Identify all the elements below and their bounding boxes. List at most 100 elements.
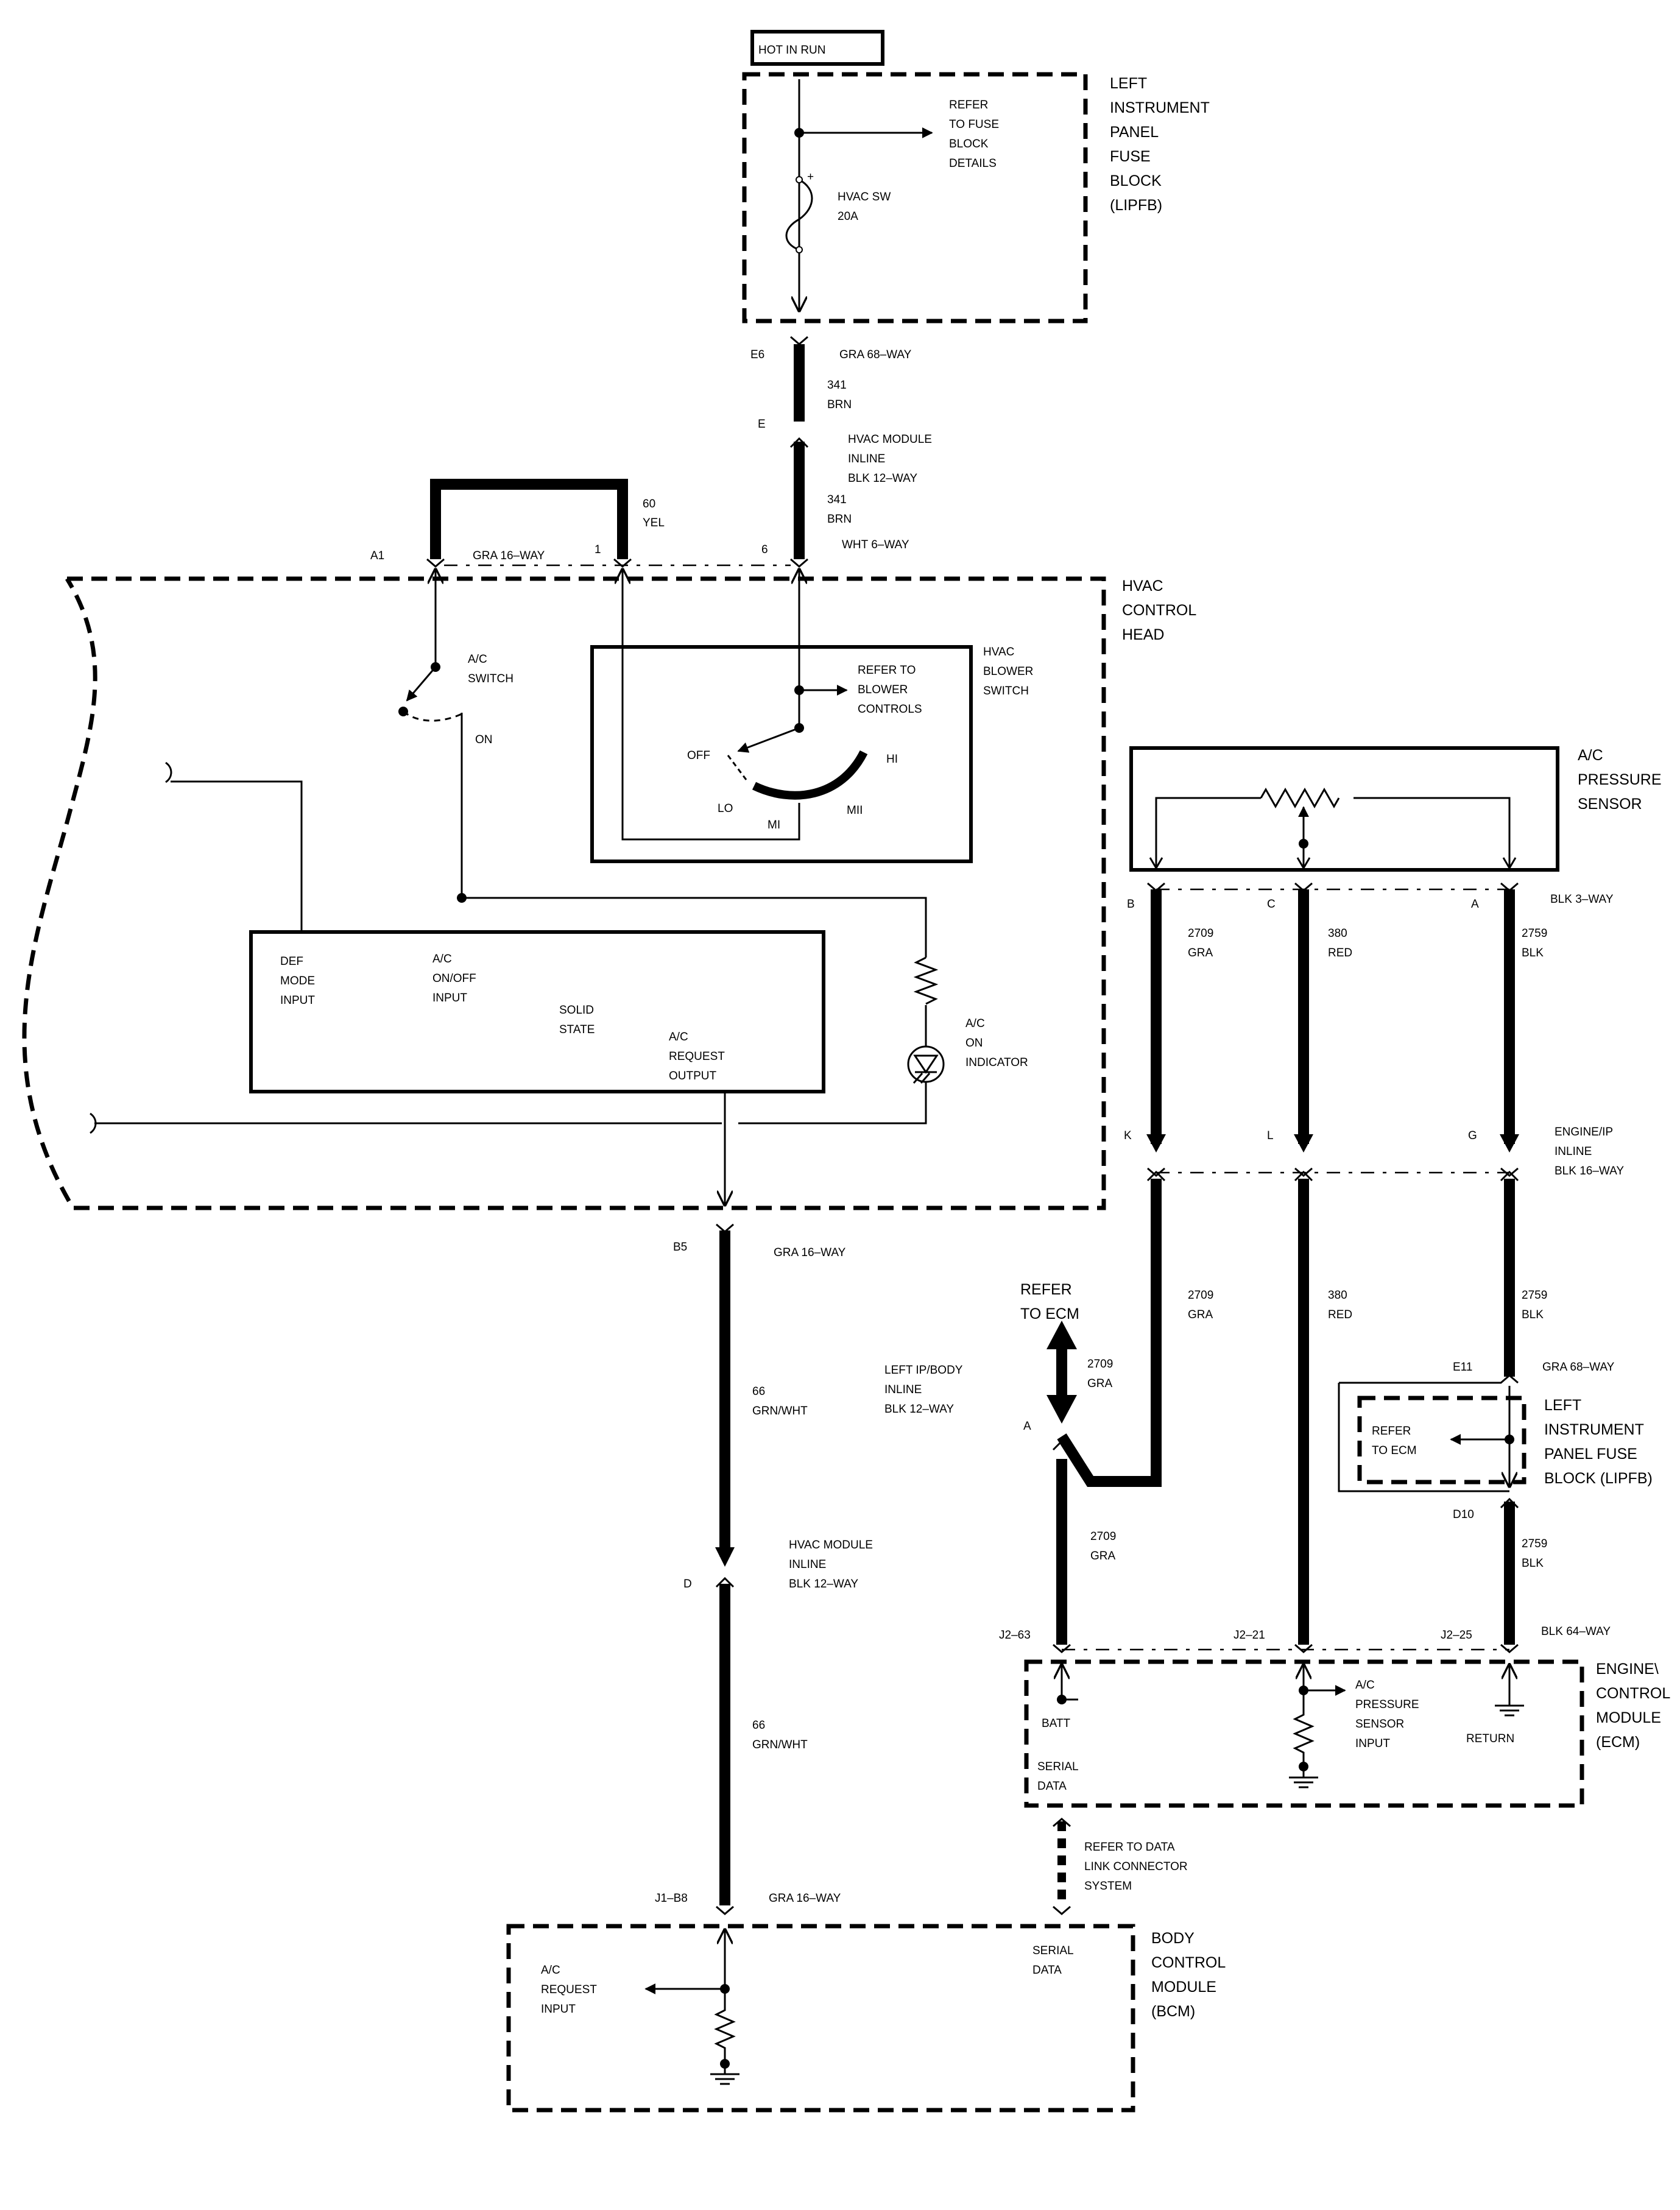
svg-text:RED: RED xyxy=(1328,947,1352,959)
svg-text:BATT: BATT xyxy=(1042,1717,1071,1730)
svg-text:SERIAL: SERIAL xyxy=(1032,1944,1074,1957)
svg-text:SYSTEM: SYSTEM xyxy=(1084,1880,1132,1893)
blower-switch-box xyxy=(590,645,973,863)
lipfb-title-5: BLOCK xyxy=(1110,172,1162,189)
svg-text:RETURN: RETURN xyxy=(1466,1732,1514,1745)
svg-text:CONTROLS: CONTROLS xyxy=(858,703,922,716)
wire-brn-b: BRN xyxy=(827,513,852,526)
svg-text:PANEL FUSE: PANEL FUSE xyxy=(1544,1446,1637,1463)
svg-text:66: 66 xyxy=(752,1719,765,1732)
svg-text:GRA 16–WAY: GRA 16–WAY xyxy=(774,1246,846,1259)
resistor-icon xyxy=(913,956,939,1005)
blower-contact-arc xyxy=(752,750,868,800)
svg-text:GRN/WHT: GRN/WHT xyxy=(752,1739,808,1751)
svg-text:2709: 2709 xyxy=(1188,927,1213,940)
solid-state-module xyxy=(249,930,825,1093)
svg-text:A/C: A/C xyxy=(1578,747,1603,764)
svg-text:LO: LO xyxy=(718,802,733,815)
refer-fuse-block-line2: TO FUSE xyxy=(949,118,999,131)
svg-text:A/C: A/C xyxy=(669,1031,688,1043)
wire-341-brn xyxy=(789,336,809,568)
ac-pressure-sensor: A/C PRESSURE SENSOR xyxy=(1129,746,1662,872)
svg-text:TO ECM: TO ECM xyxy=(1372,1444,1417,1457)
conn-gra68: GRA 68–WAY xyxy=(839,348,912,361)
svg-text:DEF: DEF xyxy=(280,955,303,968)
svg-text:SWITCH: SWITCH xyxy=(468,673,514,685)
svg-text:A: A xyxy=(1471,898,1479,911)
svg-text:INPUT: INPUT xyxy=(432,992,467,1004)
hvac-control-head: HVAC CONTROL HEAD A/C SWITCH ON HVAC BLO… xyxy=(22,570,1196,1210)
svg-text:DATA: DATA xyxy=(1032,1964,1062,1977)
svg-text:380: 380 xyxy=(1328,927,1347,940)
lipfb-title-3: PANEL xyxy=(1110,124,1159,141)
svg-text:BLOCK (LIPFB): BLOCK (LIPFB) xyxy=(1544,1470,1653,1487)
svg-text:INLINE: INLINE xyxy=(884,1383,922,1396)
svg-text:OFF: OFF xyxy=(687,749,710,762)
svg-text:LEFT: LEFT xyxy=(1544,1397,1581,1414)
svg-text:BLK 64–WAY: BLK 64–WAY xyxy=(1541,1625,1611,1638)
svg-text:GRN/WHT: GRN/WHT xyxy=(752,1405,808,1417)
svg-text:REFER: REFER xyxy=(1372,1425,1411,1438)
svg-text:INDICATOR: INDICATOR xyxy=(965,1056,1028,1069)
svg-text:INSTRUMENT: INSTRUMENT xyxy=(1544,1421,1644,1438)
wire-341b: 341 xyxy=(827,493,847,506)
svg-text:2709: 2709 xyxy=(1090,1530,1116,1543)
svg-text:MI: MI xyxy=(768,819,780,831)
svg-text:2709: 2709 xyxy=(1087,1358,1113,1371)
svg-text:D: D xyxy=(683,1578,692,1590)
wire-341a: 341 xyxy=(827,379,847,392)
svg-text:ON: ON xyxy=(965,1037,983,1050)
break-symbol-upper xyxy=(165,761,172,783)
svg-text:HVAC MODULE: HVAC MODULE xyxy=(848,433,932,446)
svg-text:CONTROL: CONTROL xyxy=(1151,1954,1226,1971)
svg-text:HVAC: HVAC xyxy=(1122,577,1163,595)
ground-icon-bcm xyxy=(710,2073,739,2085)
svg-text:HEAD: HEAD xyxy=(1122,626,1164,643)
svg-text:2759: 2759 xyxy=(1522,1537,1547,1550)
svg-text:BLK 12–WAY: BLK 12–WAY xyxy=(848,472,917,485)
svg-text:2759: 2759 xyxy=(1522,1289,1547,1302)
svg-text:HVAC MODULE: HVAC MODULE xyxy=(789,1539,873,1552)
svg-text:J2–25: J2–25 xyxy=(1441,1629,1472,1642)
svg-text:SENSOR: SENSOR xyxy=(1578,796,1642,813)
svg-text:CONTROL: CONTROL xyxy=(1596,1685,1670,1702)
refer-to-ecm-branch xyxy=(1046,1321,1077,1645)
svg-text:(ECM): (ECM) xyxy=(1596,1734,1640,1751)
hot-in-run-box: HOT IN RUN xyxy=(750,30,884,66)
svg-text:MODULE: MODULE xyxy=(1596,1709,1661,1726)
svg-text:BLK 12–WAY: BLK 12–WAY xyxy=(789,1578,858,1590)
svg-text:K: K xyxy=(1124,1129,1132,1142)
hot-in-run-label: HOT IN RUN xyxy=(758,44,825,57)
svg-text:(BCM): (BCM) xyxy=(1151,2003,1195,2020)
svg-text:+: + xyxy=(807,171,814,183)
wire-60-yel xyxy=(426,479,632,568)
svg-text:REQUEST: REQUEST xyxy=(669,1050,725,1063)
lipfb-title-4: FUSE xyxy=(1110,148,1151,165)
svg-text:2709: 2709 xyxy=(1188,1289,1213,1302)
svg-text:L: L xyxy=(1267,1129,1274,1142)
svg-text:BLOWER: BLOWER xyxy=(983,665,1033,678)
svg-text:B: B xyxy=(1127,898,1135,911)
ac-switch-on-label: ON xyxy=(475,733,493,746)
svg-text:GRA: GRA xyxy=(1188,947,1213,959)
fuse-name: HVAC SW xyxy=(838,191,891,203)
refer-fuse-block-line3: BLOCK xyxy=(949,138,989,150)
engine-ip-inline xyxy=(1146,1167,1519,1182)
refer-fuse-block-line1: REFER xyxy=(949,99,988,111)
engine-control-module xyxy=(1024,1643,1584,1808)
svg-text:2759: 2759 xyxy=(1522,927,1547,940)
sensor-harness-upper xyxy=(1146,882,1519,1153)
svg-text:BLOWER: BLOWER xyxy=(858,683,908,696)
svg-text:SWITCH: SWITCH xyxy=(983,685,1029,697)
svg-text:INLINE: INLINE xyxy=(848,453,885,465)
svg-text:GRA: GRA xyxy=(1090,1550,1116,1562)
svg-text:BLK: BLK xyxy=(1522,947,1544,959)
svg-text:GRA 68–WAY: GRA 68–WAY xyxy=(1542,1361,1615,1374)
up-arrow-icon xyxy=(1046,1321,1077,1349)
svg-text:INPUT: INPUT xyxy=(541,2003,576,2016)
svg-text:MII: MII xyxy=(847,804,863,817)
svg-text:A/C: A/C xyxy=(541,1964,560,1977)
svg-text:ON/OFF: ON/OFF xyxy=(432,972,476,985)
sensor-harness-lower xyxy=(1057,1179,1515,1645)
